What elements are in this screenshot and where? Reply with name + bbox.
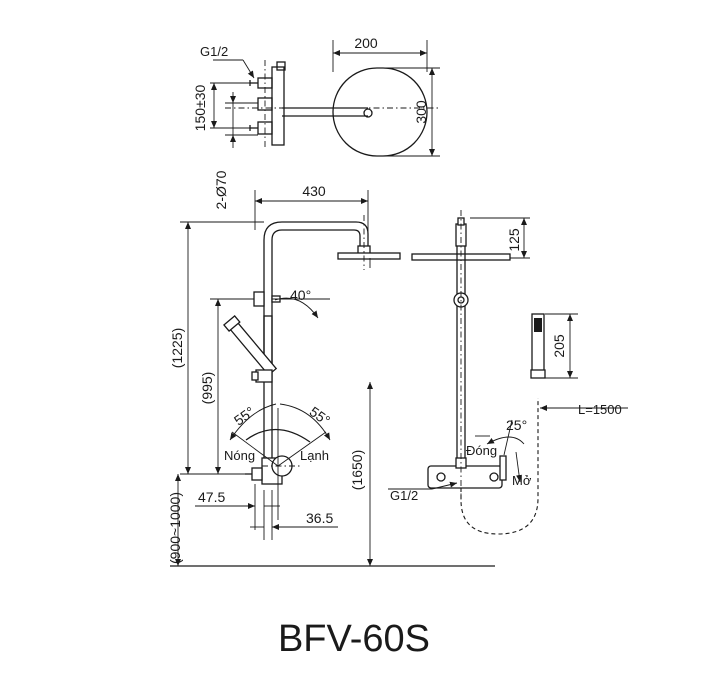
dim-offset-36-5: 36.5 bbox=[306, 510, 333, 526]
front-view bbox=[388, 210, 628, 535]
head-joint-top bbox=[363, 108, 373, 118]
dim-head-width: 200 bbox=[354, 35, 378, 51]
model-title: BFV-60S bbox=[278, 618, 430, 660]
dim-head-height-125: 125 bbox=[506, 228, 522, 252]
side-view bbox=[170, 190, 495, 567]
label-nong: Nóng bbox=[224, 448, 255, 463]
label-mo: Mở bbox=[512, 473, 532, 488]
dim-height-1650: (1650) bbox=[349, 450, 365, 490]
label-hose-length: L=1500 bbox=[578, 402, 622, 417]
label-dong: Đóng bbox=[466, 443, 497, 458]
top-view bbox=[210, 40, 440, 157]
dim-offset-47-5: 47.5 bbox=[198, 489, 225, 505]
g12-top-label: G1/2 bbox=[200, 44, 228, 59]
dim-bracket-holes: 2-Ø70 bbox=[213, 170, 229, 209]
dim-inlet-spacing: 150±30 bbox=[192, 84, 208, 131]
dim-height-900-1000: (900~1000) bbox=[167, 492, 183, 564]
dim-arm-reach: 430 bbox=[302, 183, 326, 199]
dim-height-995: (995) bbox=[199, 372, 215, 405]
dim-handshower-205: 205 bbox=[551, 334, 567, 358]
dim-height-1225: (1225) bbox=[169, 328, 185, 368]
dim-lever-angle: 25° bbox=[506, 417, 527, 433]
label-lanh: Lạnh bbox=[300, 448, 329, 463]
g12-bottom-label: G1/2 bbox=[390, 488, 418, 503]
dim-arm-angle: 40° bbox=[290, 287, 311, 303]
dim-angle-right: 55° bbox=[307, 403, 334, 428]
dim-angle-left: 55° bbox=[231, 403, 258, 428]
dim-head-depth: 300 bbox=[413, 100, 429, 124]
